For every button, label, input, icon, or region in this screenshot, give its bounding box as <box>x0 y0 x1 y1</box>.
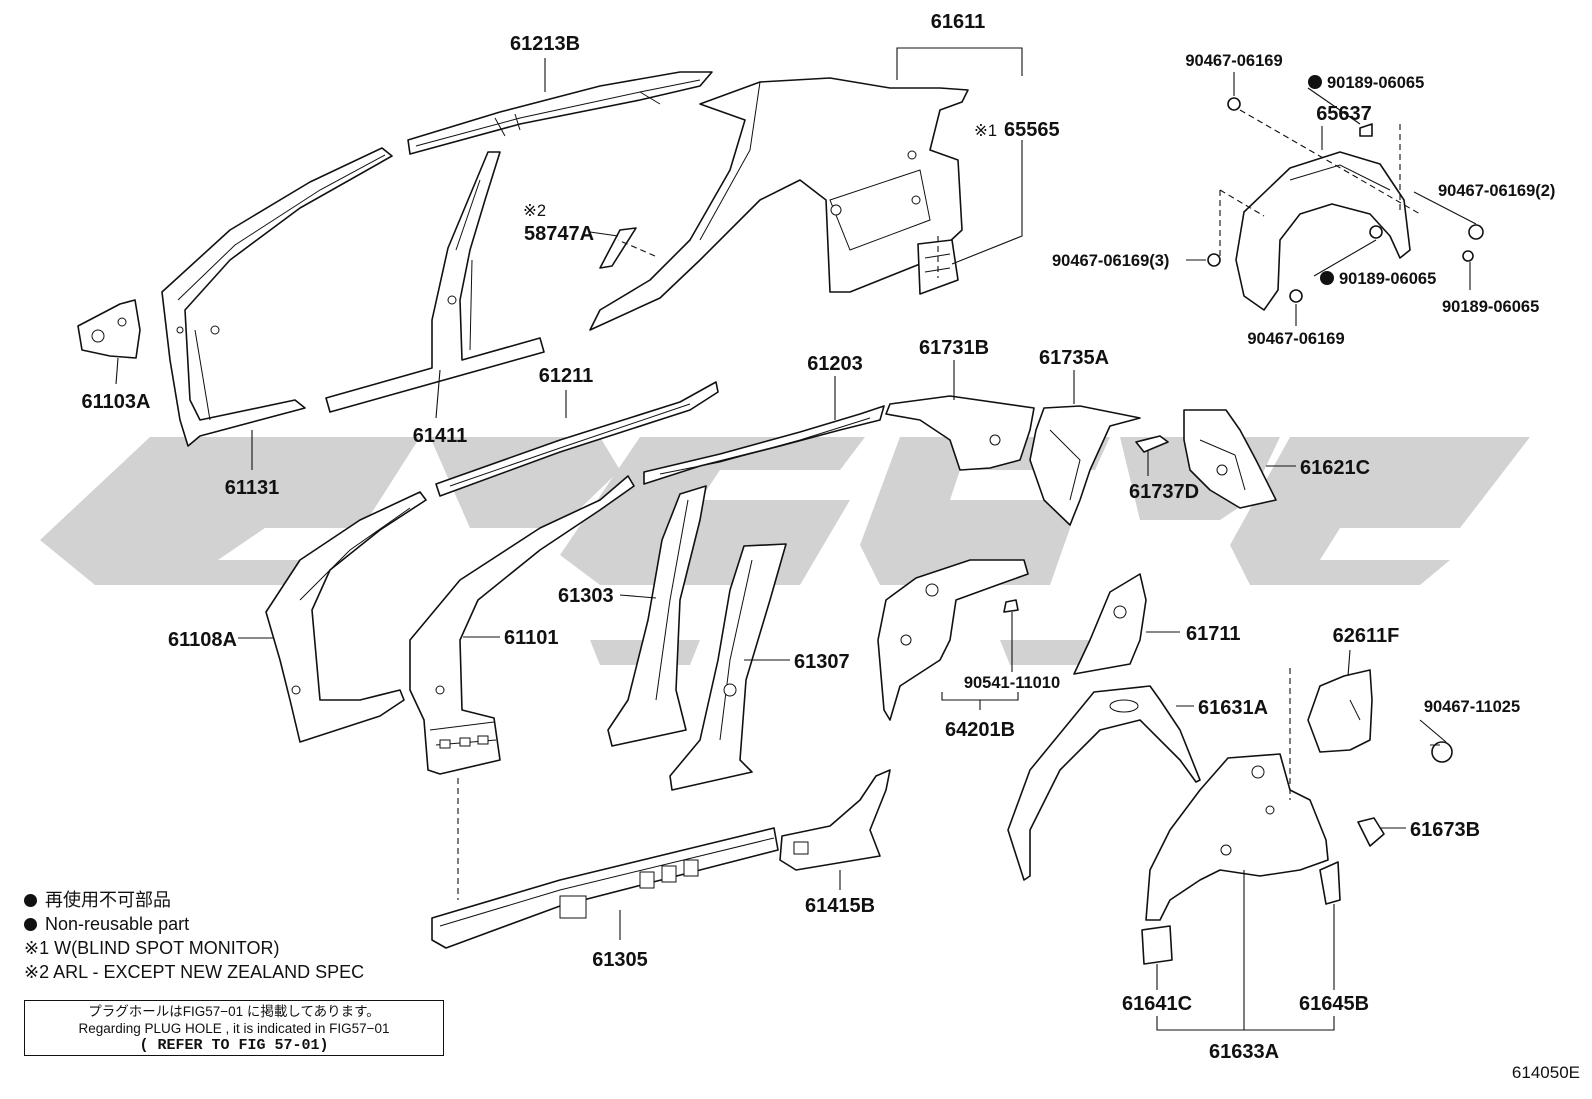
part-61645B-drawing <box>1319 861 1341 905</box>
dashed-guide-lines <box>457 109 1421 900</box>
label-61735A: 61735A <box>1039 347 1109 369</box>
label-65637: 65637 <box>1316 103 1372 125</box>
part-61737D-drawing <box>1135 435 1169 453</box>
part-64201B-drawing <box>877 559 1029 721</box>
label-58747A: 58747A <box>524 223 594 245</box>
label-61611: 61611 <box>931 11 986 33</box>
leader-lines <box>115 47 1477 1031</box>
label-64201B: 64201B <box>945 719 1015 741</box>
legend-row-en: Non-reusable part <box>24 912 454 936</box>
label-90467-11025: 90467-11025 <box>1424 698 1520 716</box>
part-90541-11010-drawing <box>1003 599 1019 613</box>
non-reusable-dot-icon <box>24 918 37 931</box>
part-61673B-drawing <box>1357 817 1385 847</box>
label-58747A-note: ※2 <box>523 202 546 220</box>
legend: 再使用不可部品 Non-reusable part ※1 W(BLIND SPO… <box>24 888 454 984</box>
part-61711-drawing <box>1073 573 1147 675</box>
part-61101-drawing <box>409 475 635 775</box>
note-box-en: Regarding PLUG HOLE , it is indicated in… <box>78 1021 390 1036</box>
label-61641C: 61641C <box>1122 993 1192 1015</box>
label-62611F: 62611F <box>1333 625 1400 647</box>
legend-note-1: ※1 W(BLIND SPOT MONITOR) <box>24 938 280 958</box>
figure-id: 614050E <box>1511 1063 1580 1082</box>
part-61641C-drawing <box>1141 925 1173 965</box>
legend-row-jp: 再使用不可部品 <box>24 888 454 912</box>
label-61633A: 61633A <box>1209 1041 1279 1063</box>
label-65565: 65565 <box>1004 119 1060 141</box>
non-reusable-dot-icon <box>24 894 37 907</box>
label-61621C: 61621C <box>1300 457 1370 479</box>
part-61103A-drawing <box>77 299 141 359</box>
label-61673B: 61673B <box>1410 819 1480 841</box>
part-61108A-drawing <box>265 491 427 743</box>
label-61108A: 61108A <box>168 629 237 651</box>
label-61415B: 61415B <box>805 895 875 917</box>
part-58747A-drawing <box>599 227 637 269</box>
reference-note-box: プラグホールはFIG57−01 に掲載してあります。 Regarding PLU… <box>24 1000 444 1056</box>
label-61307: 61307 <box>794 651 850 673</box>
part-61633A-drawing <box>1145 753 1329 921</box>
part-62611F-drawing <box>1307 669 1373 753</box>
part-65637-drawing <box>1235 151 1411 311</box>
part-61415B-drawing <box>779 769 891 871</box>
legend-jp-text: 再使用不可部品 <box>45 890 171 910</box>
part-61731B-drawing <box>885 395 1035 471</box>
note-box-jp: プラグホールはFIG57−01 に掲載してあります。 <box>88 1004 380 1019</box>
label-90467-06169-3: 90467-06169(3) <box>1052 252 1169 270</box>
label-61131: 61131 <box>225 477 280 499</box>
legend-en-text: Non-reusable part <box>45 914 190 934</box>
note-box-refer: ( REFER TO FIG 57-01) <box>139 1037 329 1054</box>
part-61211-drawing <box>435 381 719 497</box>
label-90467-06169-b: 90467-06169 <box>1247 330 1344 348</box>
part-61611-drawing <box>589 77 969 331</box>
fastener-drawings <box>1207 97 1484 303</box>
part-90467-11025-drawing <box>1430 741 1453 763</box>
label-90189-06065-c: 90189-06065 <box>1442 298 1539 316</box>
part-61305-drawing <box>431 827 779 949</box>
part-61131-drawing <box>161 147 393 447</box>
label-90189-06065-b: 90189-06065 <box>1339 270 1436 288</box>
legend-note-2: ※2 ARL - EXCEPT NEW ZEALAND SPEC <box>24 962 365 982</box>
label-61303: 61303 <box>558 585 614 607</box>
label-61213B: 61213B <box>510 33 580 55</box>
label-61101: 61101 <box>504 627 559 649</box>
label-90541-11010: 90541-11010 <box>964 674 1060 692</box>
label-61411: 61411 <box>413 425 468 447</box>
label-61645B: 61645B <box>1299 993 1369 1015</box>
label-61631A: 61631A <box>1198 697 1268 719</box>
part-61621C-drawing <box>1183 409 1277 509</box>
part-61303-drawing <box>607 485 707 747</box>
part-61735A-drawing <box>1029 405 1141 526</box>
label-61711: 61711 <box>1186 623 1241 645</box>
label-90467-06169-2: 90467-06169(2) <box>1438 182 1555 200</box>
label-61737D: 61737D <box>1129 481 1199 503</box>
part-61203-drawing <box>643 405 885 485</box>
part-61631A-drawing <box>1007 685 1201 881</box>
part-61307-drawing <box>669 543 787 791</box>
label-61211: 61211 <box>539 365 594 387</box>
label-61305: 61305 <box>592 949 648 971</box>
non-reusable-marker-b <box>1320 271 1334 285</box>
label-90467-06169-a: 90467-06169 <box>1185 52 1282 70</box>
label-61731B: 61731B <box>919 337 989 359</box>
label-65565-note: ※1 <box>974 122 997 140</box>
part-labels: 61213B 61611 ※1 65565 ※2 58747A 61103A 6… <box>82 11 1556 1063</box>
label-61203: 61203 <box>807 353 863 375</box>
label-90189-06065-a: 90189-06065 <box>1327 74 1424 92</box>
part-61411-drawing <box>325 151 545 413</box>
background-watermark <box>40 437 1530 665</box>
label-61103A: 61103A <box>82 391 151 413</box>
non-reusable-marker-a <box>1308 75 1322 89</box>
part-61213B-drawing <box>407 71 713 155</box>
